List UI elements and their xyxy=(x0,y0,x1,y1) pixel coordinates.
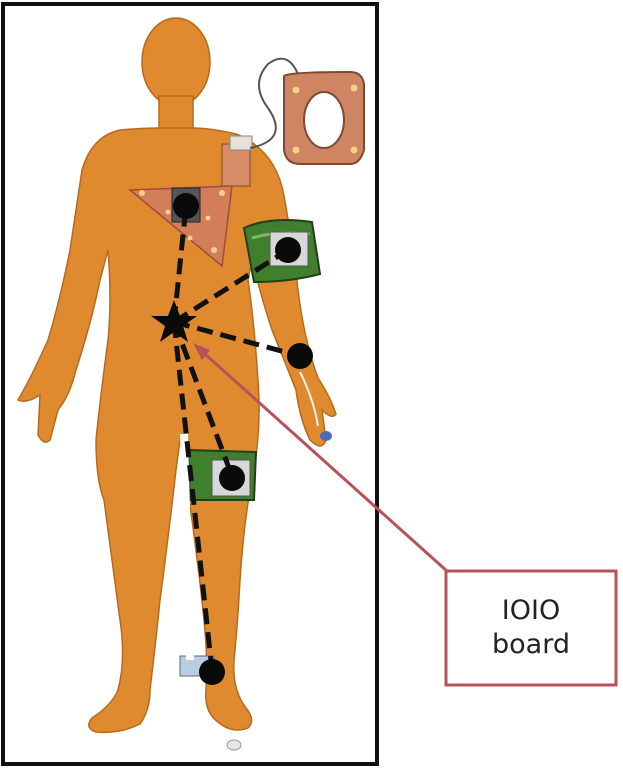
toe-clip xyxy=(227,740,241,750)
shoulder-connector-cap xyxy=(230,136,252,150)
callout-label: IOIO board xyxy=(448,573,614,683)
electrode-dot-icon xyxy=(219,465,245,491)
electrode-dot-icon xyxy=(199,659,225,685)
electrode-dot-icon xyxy=(173,193,199,219)
callout-line-1: IOIO xyxy=(502,594,560,628)
callout-line-2: board xyxy=(492,628,570,662)
external-electrode-pad xyxy=(284,72,364,164)
finger-clip xyxy=(320,431,332,441)
electrode-dot-icon xyxy=(287,343,313,369)
electrode-dot-icon xyxy=(275,237,301,263)
